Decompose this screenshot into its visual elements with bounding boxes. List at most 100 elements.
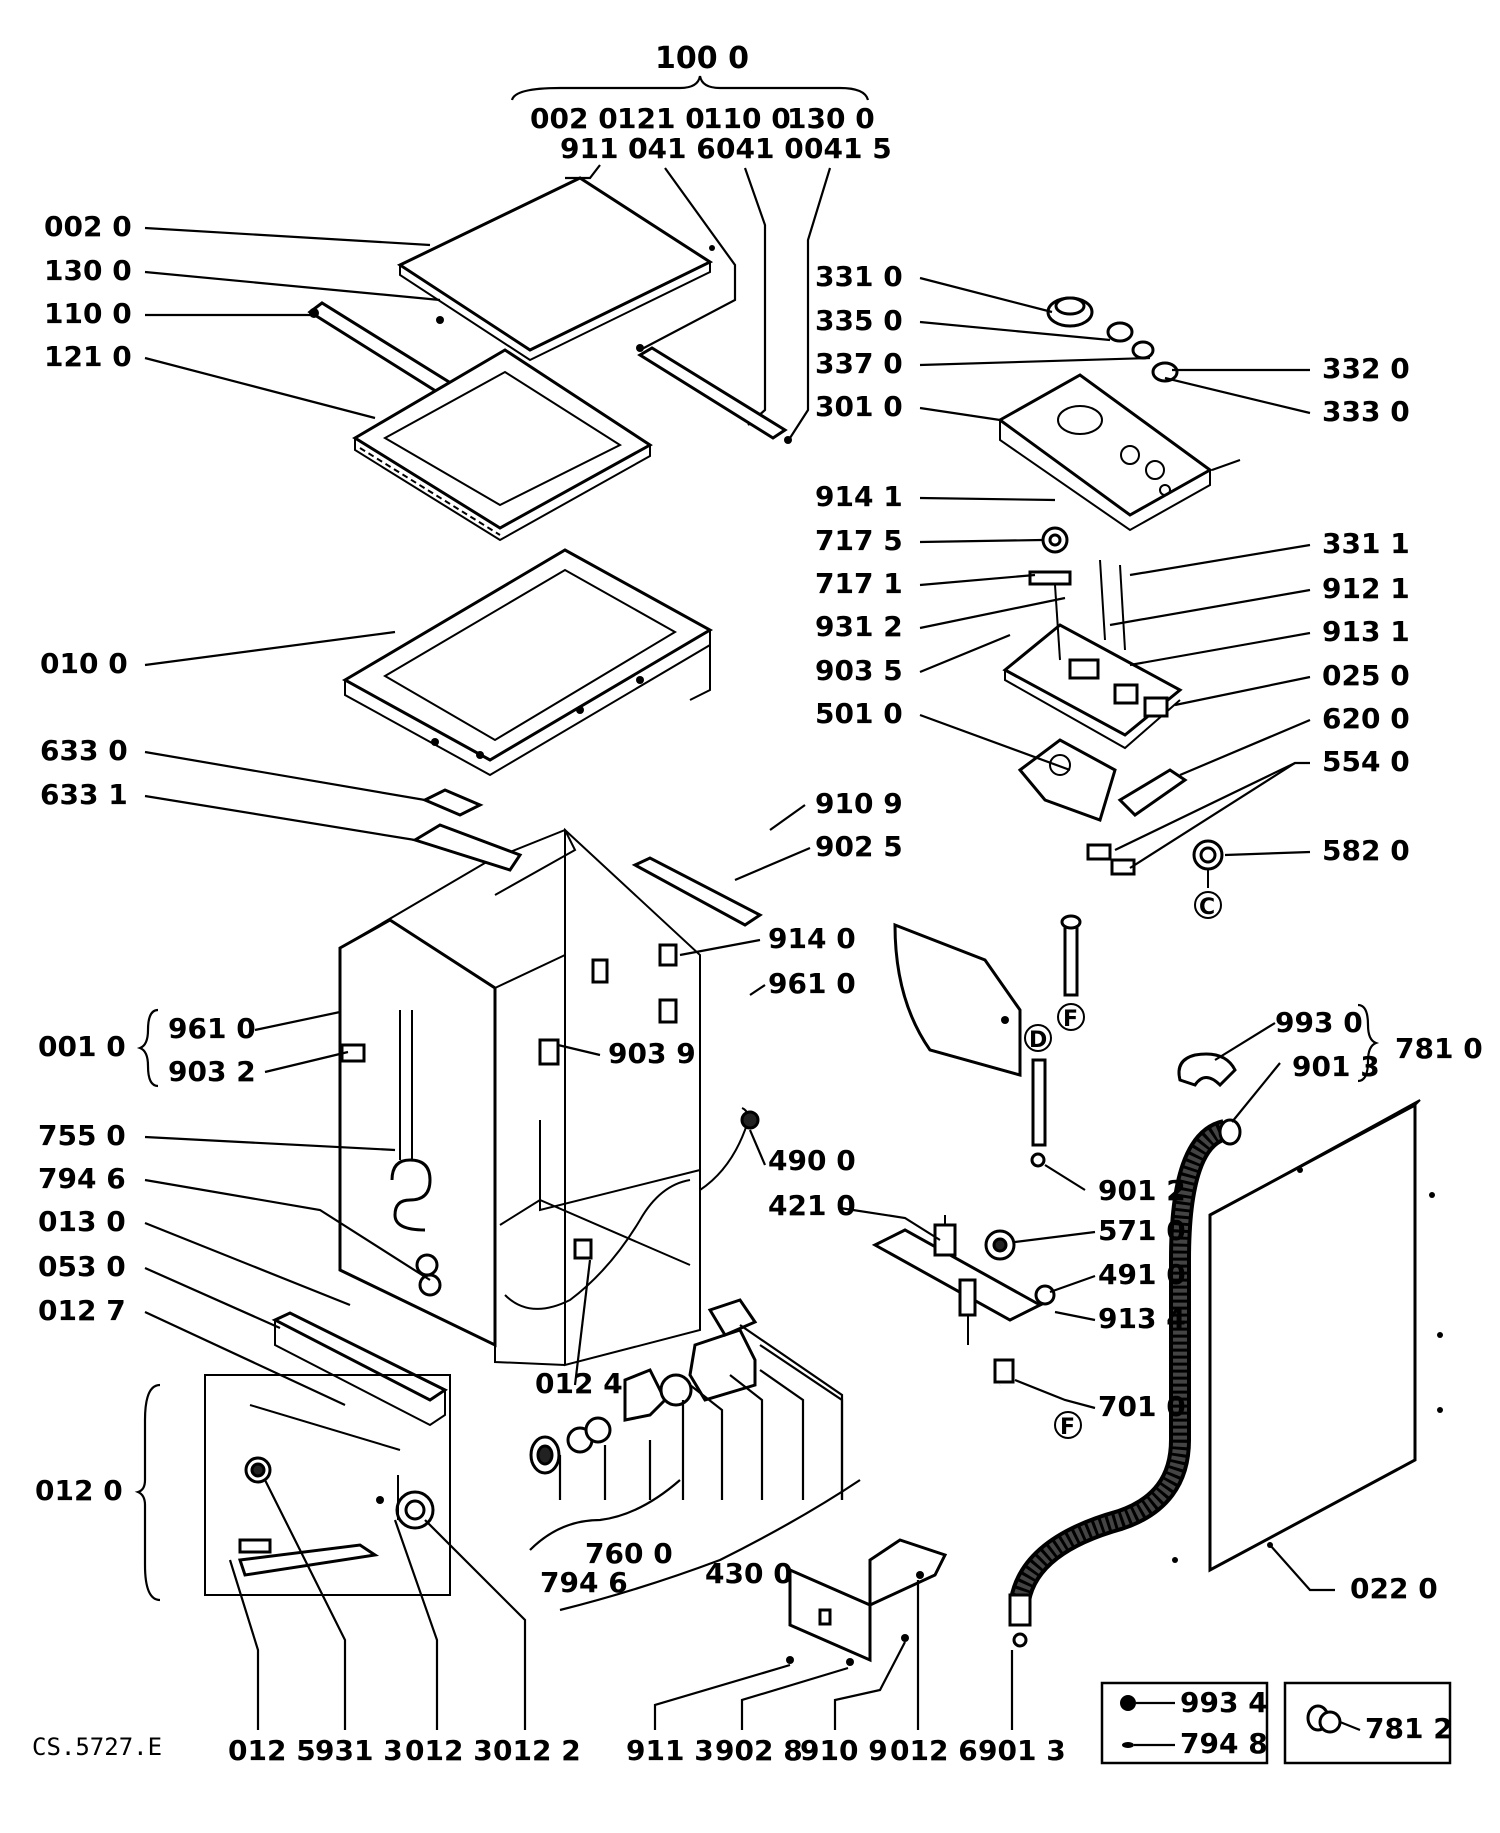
label-012-3: 012 3: [405, 1734, 493, 1767]
label-335-0: 335 0: [815, 304, 903, 337]
top-group-sub-row1: 002 0 121 0 110 0 130 0: [530, 102, 875, 135]
top-group-sub-row2: 911 0 041 6 041 0 041 5: [560, 132, 892, 165]
label-633-1: 633 1: [40, 778, 128, 811]
label-794-6-b: 794 6: [540, 1566, 628, 1599]
knobs-part: [1046, 296, 1179, 383]
label-931-3: 931 3: [315, 1734, 403, 1767]
label-913-1: 913 1: [1322, 615, 1410, 648]
marker-f-1: F: [1063, 1007, 1078, 1032]
access-panel-part: [204, 1374, 451, 1596]
legend-993-4: 993 4: [1180, 1686, 1268, 1719]
cabinet-part: [338, 788, 763, 1367]
label-001-0: 001 0: [38, 1030, 126, 1063]
hinge-rail-part: [636, 344, 792, 444]
label-961-0-a: 961 0: [168, 1012, 256, 1045]
bottom-bracket-part: [786, 1538, 948, 1666]
label-717-1: 717 1: [815, 567, 903, 600]
label-901-3-a: 901 3: [1292, 1050, 1380, 1083]
circle-markers: C F D F: [1024, 891, 1222, 1440]
label-sub-041-5: 041 5: [804, 132, 892, 165]
label-490-0: 490 0: [768, 1144, 856, 1177]
knob-582-part: [1192, 839, 1224, 888]
legend-794-8: 794 8: [1180, 1727, 1268, 1760]
label-794-6-a: 794 6: [38, 1162, 126, 1195]
label-902-5: 902 5: [815, 830, 903, 863]
label-sub-110-0: 110 0: [703, 102, 791, 135]
label-top-group: 100 0: [655, 41, 749, 76]
legend-box-1: 993 4 794 8: [1100, 1681, 1269, 1765]
worktop-part: [341, 548, 714, 777]
diagram-code: CS.5727.E: [32, 1733, 162, 1761]
side-panel-part: [893, 922, 1022, 1077]
label-053-0: 053 0: [38, 1250, 126, 1283]
plinth-part: [271, 1311, 448, 1427]
rod-f-part: [1060, 914, 1082, 997]
label-914-1: 914 1: [815, 480, 903, 513]
label-012-4: 012 4: [535, 1367, 623, 1400]
label-002-0: 002 0: [44, 210, 132, 243]
hose-701-part: [993, 1358, 1078, 1495]
connector-620-part: [1117, 768, 1188, 817]
label-501-0: 501 0: [815, 697, 903, 730]
label-121-0: 121 0: [44, 340, 132, 373]
label-910-9-b: 910 9: [800, 1734, 888, 1767]
label-022-0: 022 0: [1350, 1572, 1438, 1605]
label-sub-002-0: 002 0: [530, 102, 618, 135]
label-012-6: 012 6: [890, 1734, 978, 1767]
housing-501-part: [1017, 738, 1117, 822]
label-910-9-a: 910 9: [815, 787, 903, 820]
label-701-0: 701 0: [1098, 1390, 1186, 1423]
legend-box-2: 781 2: [1283, 1681, 1453, 1765]
door-frame-part: [352, 348, 653, 542]
label-961-0-b: 961 0: [768, 967, 856, 1000]
timer-assembly-part: [1002, 526, 1183, 750]
label-sub-130-0: 130 0: [787, 102, 875, 135]
label-554-0: 554 0: [1322, 745, 1410, 778]
clips-554-part: [1086, 843, 1136, 876]
label-012-7: 012 7: [38, 1294, 126, 1327]
label-717-5: 717 5: [815, 524, 903, 557]
marker-c: C: [1199, 895, 1215, 920]
label-914-0: 914 0: [768, 922, 856, 955]
control-panel-part: [997, 373, 1241, 532]
label-903-2: 903 2: [168, 1055, 256, 1088]
label-901-3-b: 901 3: [978, 1734, 1066, 1767]
label-911-3: 911 3: [626, 1734, 714, 1767]
label-013-0: 013 0: [38, 1205, 126, 1238]
label-571-0: 571 0: [1098, 1214, 1186, 1247]
label-903-5: 903 5: [815, 654, 903, 687]
label-755-0: 755 0: [38, 1119, 126, 1152]
label-sub-041-6: 041 6: [628, 132, 716, 165]
valve-bracket-part: [871, 1215, 1056, 1345]
top-lid-part: [396, 176, 715, 362]
label-331-1: 331 1: [1322, 527, 1410, 560]
label-332-0: 332 0: [1322, 352, 1410, 385]
label-301-0: 301 0: [815, 390, 903, 423]
label-110-0: 110 0: [44, 297, 132, 330]
label-130-0: 130 0: [44, 254, 132, 287]
label-491-0: 491 0: [1098, 1258, 1186, 1291]
label-633-0: 633 0: [40, 734, 128, 767]
label-430-0: 430 0: [705, 1557, 793, 1590]
marker-f-2: F: [1060, 1415, 1075, 1440]
label-781-0: 781 0: [1395, 1032, 1483, 1065]
label-903-9: 903 9: [608, 1037, 696, 1070]
label-012-5: 012 5: [228, 1734, 316, 1767]
label-331-0: 331 0: [815, 260, 903, 293]
label-912-1: 912 1: [1322, 572, 1410, 605]
label-913-4: 913 4: [1098, 1302, 1186, 1335]
label-333-0: 333 0: [1322, 395, 1410, 428]
label-902-8: 902 8: [715, 1734, 803, 1767]
label-582-0: 582 0: [1322, 834, 1410, 867]
label-012-2: 012 2: [493, 1734, 581, 1767]
leader-lines: [134, 226, 1380, 1730]
label-337-0: 337 0: [815, 347, 903, 380]
label-993-0: 993 0: [1275, 1006, 1363, 1039]
label-012-0: 012 0: [35, 1474, 123, 1507]
label-931-2: 931 2: [815, 610, 903, 643]
drain-hose-part: [1008, 1052, 1242, 1648]
label-620-0: 620 0: [1322, 702, 1410, 735]
marker-d: D: [1029, 1028, 1047, 1053]
part-labels: 002 0 130 0 110 0 121 0 010 0 633 0 633 …: [32, 210, 1483, 1767]
